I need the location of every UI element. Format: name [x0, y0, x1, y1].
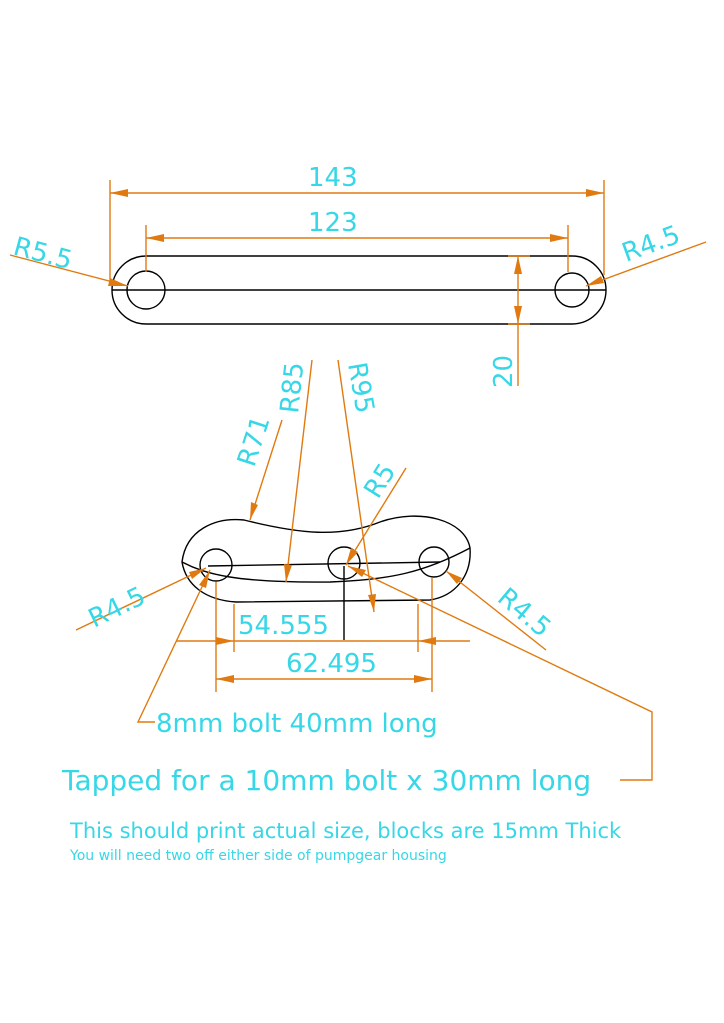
- dim-label-143: 143: [308, 163, 358, 193]
- top-link-outline: [111, 255, 607, 325]
- housing-note: You will need two off either side of pum…: [69, 848, 447, 864]
- curved-block-inner-arc: [181, 547, 471, 583]
- radius-label-r5-5: R5.5: [10, 232, 75, 276]
- leader-top-r4-5: [585, 241, 707, 287]
- leader-r5-5: [9, 254, 129, 287]
- radius-label-r95: R95: [341, 360, 379, 416]
- curved-block-outline: [181, 515, 471, 603]
- bottom-right-hole: [418, 546, 450, 578]
- radius-label-left-r4-5: R4.5: [84, 581, 151, 634]
- dim-label-123: 123: [308, 208, 358, 238]
- print-size-note: This should print actual size, blocks ar…: [69, 819, 622, 843]
- radius-label-r71: R71: [232, 412, 276, 470]
- leader-tapped-note: [347, 565, 653, 781]
- radius-label-r85: R85: [275, 361, 310, 415]
- tapped-note: Tapped for a 10mm bolt x 30mm long: [61, 764, 591, 797]
- dim-label-62-495: 62.495: [286, 649, 377, 679]
- leader-bolt-note: [136, 569, 211, 723]
- radius-label-r5: R5: [358, 458, 402, 503]
- top-link-part: [111, 255, 607, 325]
- bottom-center-hole: [327, 546, 361, 580]
- dim-label-20: 20: [489, 355, 519, 388]
- bottom-dimensions: [75, 359, 653, 781]
- curved-block-part: [181, 515, 471, 640]
- dim-label-54-555: 54.555: [238, 611, 329, 641]
- top-dimensions: [9, 180, 707, 386]
- radius-label-top-r4-5: R4.5: [618, 220, 684, 269]
- bottom-left-hole: [199, 548, 233, 582]
- curved-block-centerline: [207, 561, 441, 567]
- top-right-hole: [554, 272, 590, 308]
- bolt-note: 8mm bolt 40mm long: [156, 709, 438, 739]
- radius-label-right-r4-5: R4.5: [492, 582, 557, 643]
